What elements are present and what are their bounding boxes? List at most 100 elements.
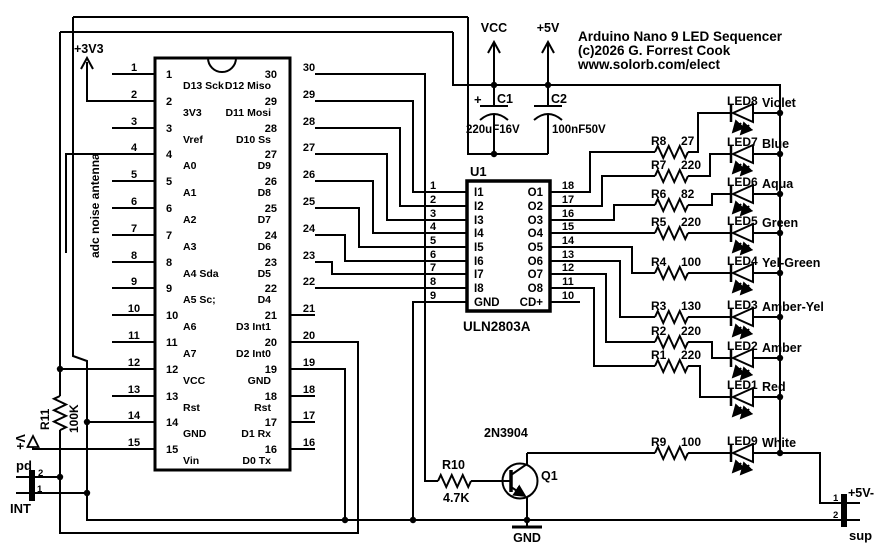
led-emission-arrow: [731, 459, 746, 474]
c2-ref: C2: [551, 92, 567, 106]
vplus-arrow: [26, 433, 40, 448]
resistor-R7: [654, 167, 689, 185]
r11-ref: R11: [38, 408, 52, 430]
led-ref: LED4: [727, 254, 758, 268]
sup-pin1-number: 1: [833, 493, 839, 504]
u1-pin-label: O2: [528, 201, 543, 213]
q1-part: 2N3904: [484, 426, 528, 440]
arduino-pin-number: 10: [166, 310, 178, 322]
arduino-pin-number: 1: [131, 62, 137, 74]
connector-pd-int: pd 2 1 INT: [10, 458, 43, 516]
u1-pin-number: 10: [562, 290, 574, 302]
u1-pin-number: 14: [562, 235, 575, 247]
u1-pin-label: I5: [474, 242, 484, 254]
led-emission-arrow: [731, 200, 746, 215]
arduino-pin-number: 4: [131, 142, 138, 154]
resistor-value: 220: [681, 348, 701, 362]
led-emission-arrow: [739, 121, 754, 136]
arduino-pin-number: 16: [265, 444, 277, 456]
resistor-ref: R4: [651, 255, 667, 269]
led-emission-arrow: [731, 239, 746, 254]
u1-pin-label: I2: [474, 201, 484, 213]
led-emission-arrow: [731, 323, 746, 338]
schematic-title: Arduino Nano 9 LED Sequencer: [578, 29, 783, 44]
arduino-pin-label: Vin: [183, 455, 199, 467]
arduino-pin-label: D3 Int1: [236, 321, 271, 333]
arduino-pin-number: 19: [265, 364, 277, 376]
u1-pin-number: 3: [430, 208, 436, 220]
arduino-pin-number: 26: [303, 169, 315, 181]
arduino-pin-number: 14: [128, 410, 141, 422]
resistor-value: 100: [681, 255, 701, 269]
arduino-pin-number: 12: [166, 364, 178, 376]
led-symbol: [730, 102, 754, 124]
arduino-pin-number: 18: [303, 384, 315, 396]
arduino-pin-number: 11: [166, 337, 178, 349]
junction-dot: [490, 150, 498, 158]
led-ref: LED2: [727, 339, 758, 353]
resistor-ref: R2: [651, 324, 667, 338]
u1-pin-label: I1: [474, 187, 484, 199]
resistor-ref: R9: [651, 435, 667, 449]
u1-pin-label: I4: [474, 228, 484, 240]
led-symbol: [730, 306, 754, 328]
arduino-pin-label: VCC: [183, 375, 206, 387]
u1-pin-label: O4: [528, 228, 544, 240]
arduino-pin-number: 8: [166, 257, 172, 269]
arduino-pin-label: D10 Ss: [236, 134, 271, 146]
u1-pin-number: 1: [430, 180, 436, 192]
u1-pin-number: 12: [562, 262, 574, 274]
pd-pin1-number: 1: [37, 484, 43, 495]
led-color-label: Red: [762, 380, 786, 394]
led-ref: LED7: [727, 135, 758, 149]
arduino-pin-number: 29: [265, 96, 277, 108]
led-emission-arrow: [731, 119, 746, 134]
c1-ref: C1: [497, 92, 513, 106]
arduino-pin-number: 3: [131, 116, 137, 128]
arduino-pin-number: 23: [303, 250, 315, 262]
arduino-pin-number: 3: [166, 123, 172, 135]
arduino-pin-number: 12: [128, 357, 140, 369]
wires: [16, 16, 860, 534]
u1-pin-label: CD+: [520, 297, 544, 309]
u1-pin-label: GND: [474, 297, 500, 309]
resistor-value: 27: [681, 134, 695, 148]
arduino-pin-label: D0 Tx: [242, 455, 271, 467]
c2-val: 100nF50V: [552, 124, 606, 136]
arduino-pin-number: 11: [128, 330, 140, 342]
arduino-pin-number: 27: [265, 149, 277, 161]
resistor-value: 130: [681, 299, 701, 313]
plus5v-label: +5V: [537, 21, 560, 35]
u1-pin-number: 17: [562, 194, 574, 206]
junction-dot: [83, 489, 91, 497]
arduino-pin-number: 26: [265, 176, 277, 188]
led-emission-arrow: [739, 366, 754, 381]
arduino-pin-number: 7: [166, 230, 172, 242]
led-ref: LED3: [727, 298, 758, 312]
arduino-pin-label: Vref: [183, 134, 203, 146]
resistor-R6: [654, 196, 689, 214]
channel-LED2: R2 220 LED2 Amber: [651, 324, 802, 381]
arduino-pin-number: 25: [303, 196, 315, 208]
arduino-pin-number: 21: [303, 303, 315, 315]
u1-pin-number: 11: [562, 276, 574, 288]
led-emission-arrow: [731, 364, 746, 379]
arduino-pin-number: 22: [265, 283, 277, 295]
resistor-R1: [654, 357, 689, 375]
resistor-R5: [654, 224, 689, 242]
arduino-pin-label: D9: [258, 160, 272, 172]
junction-dot: [776, 354, 784, 362]
vplus-label: V+: [13, 434, 27, 450]
led-color-label: Amber: [762, 341, 802, 355]
led-emission-arrow: [739, 461, 754, 476]
arduino-pin-number: 20: [265, 337, 277, 349]
resistor-ref: R3: [651, 299, 667, 313]
resistor-R2: [654, 333, 689, 351]
resistor-ref: R5: [651, 215, 667, 229]
led-ref: LED1: [727, 378, 758, 392]
arduino-pin-number: 7: [131, 223, 137, 235]
